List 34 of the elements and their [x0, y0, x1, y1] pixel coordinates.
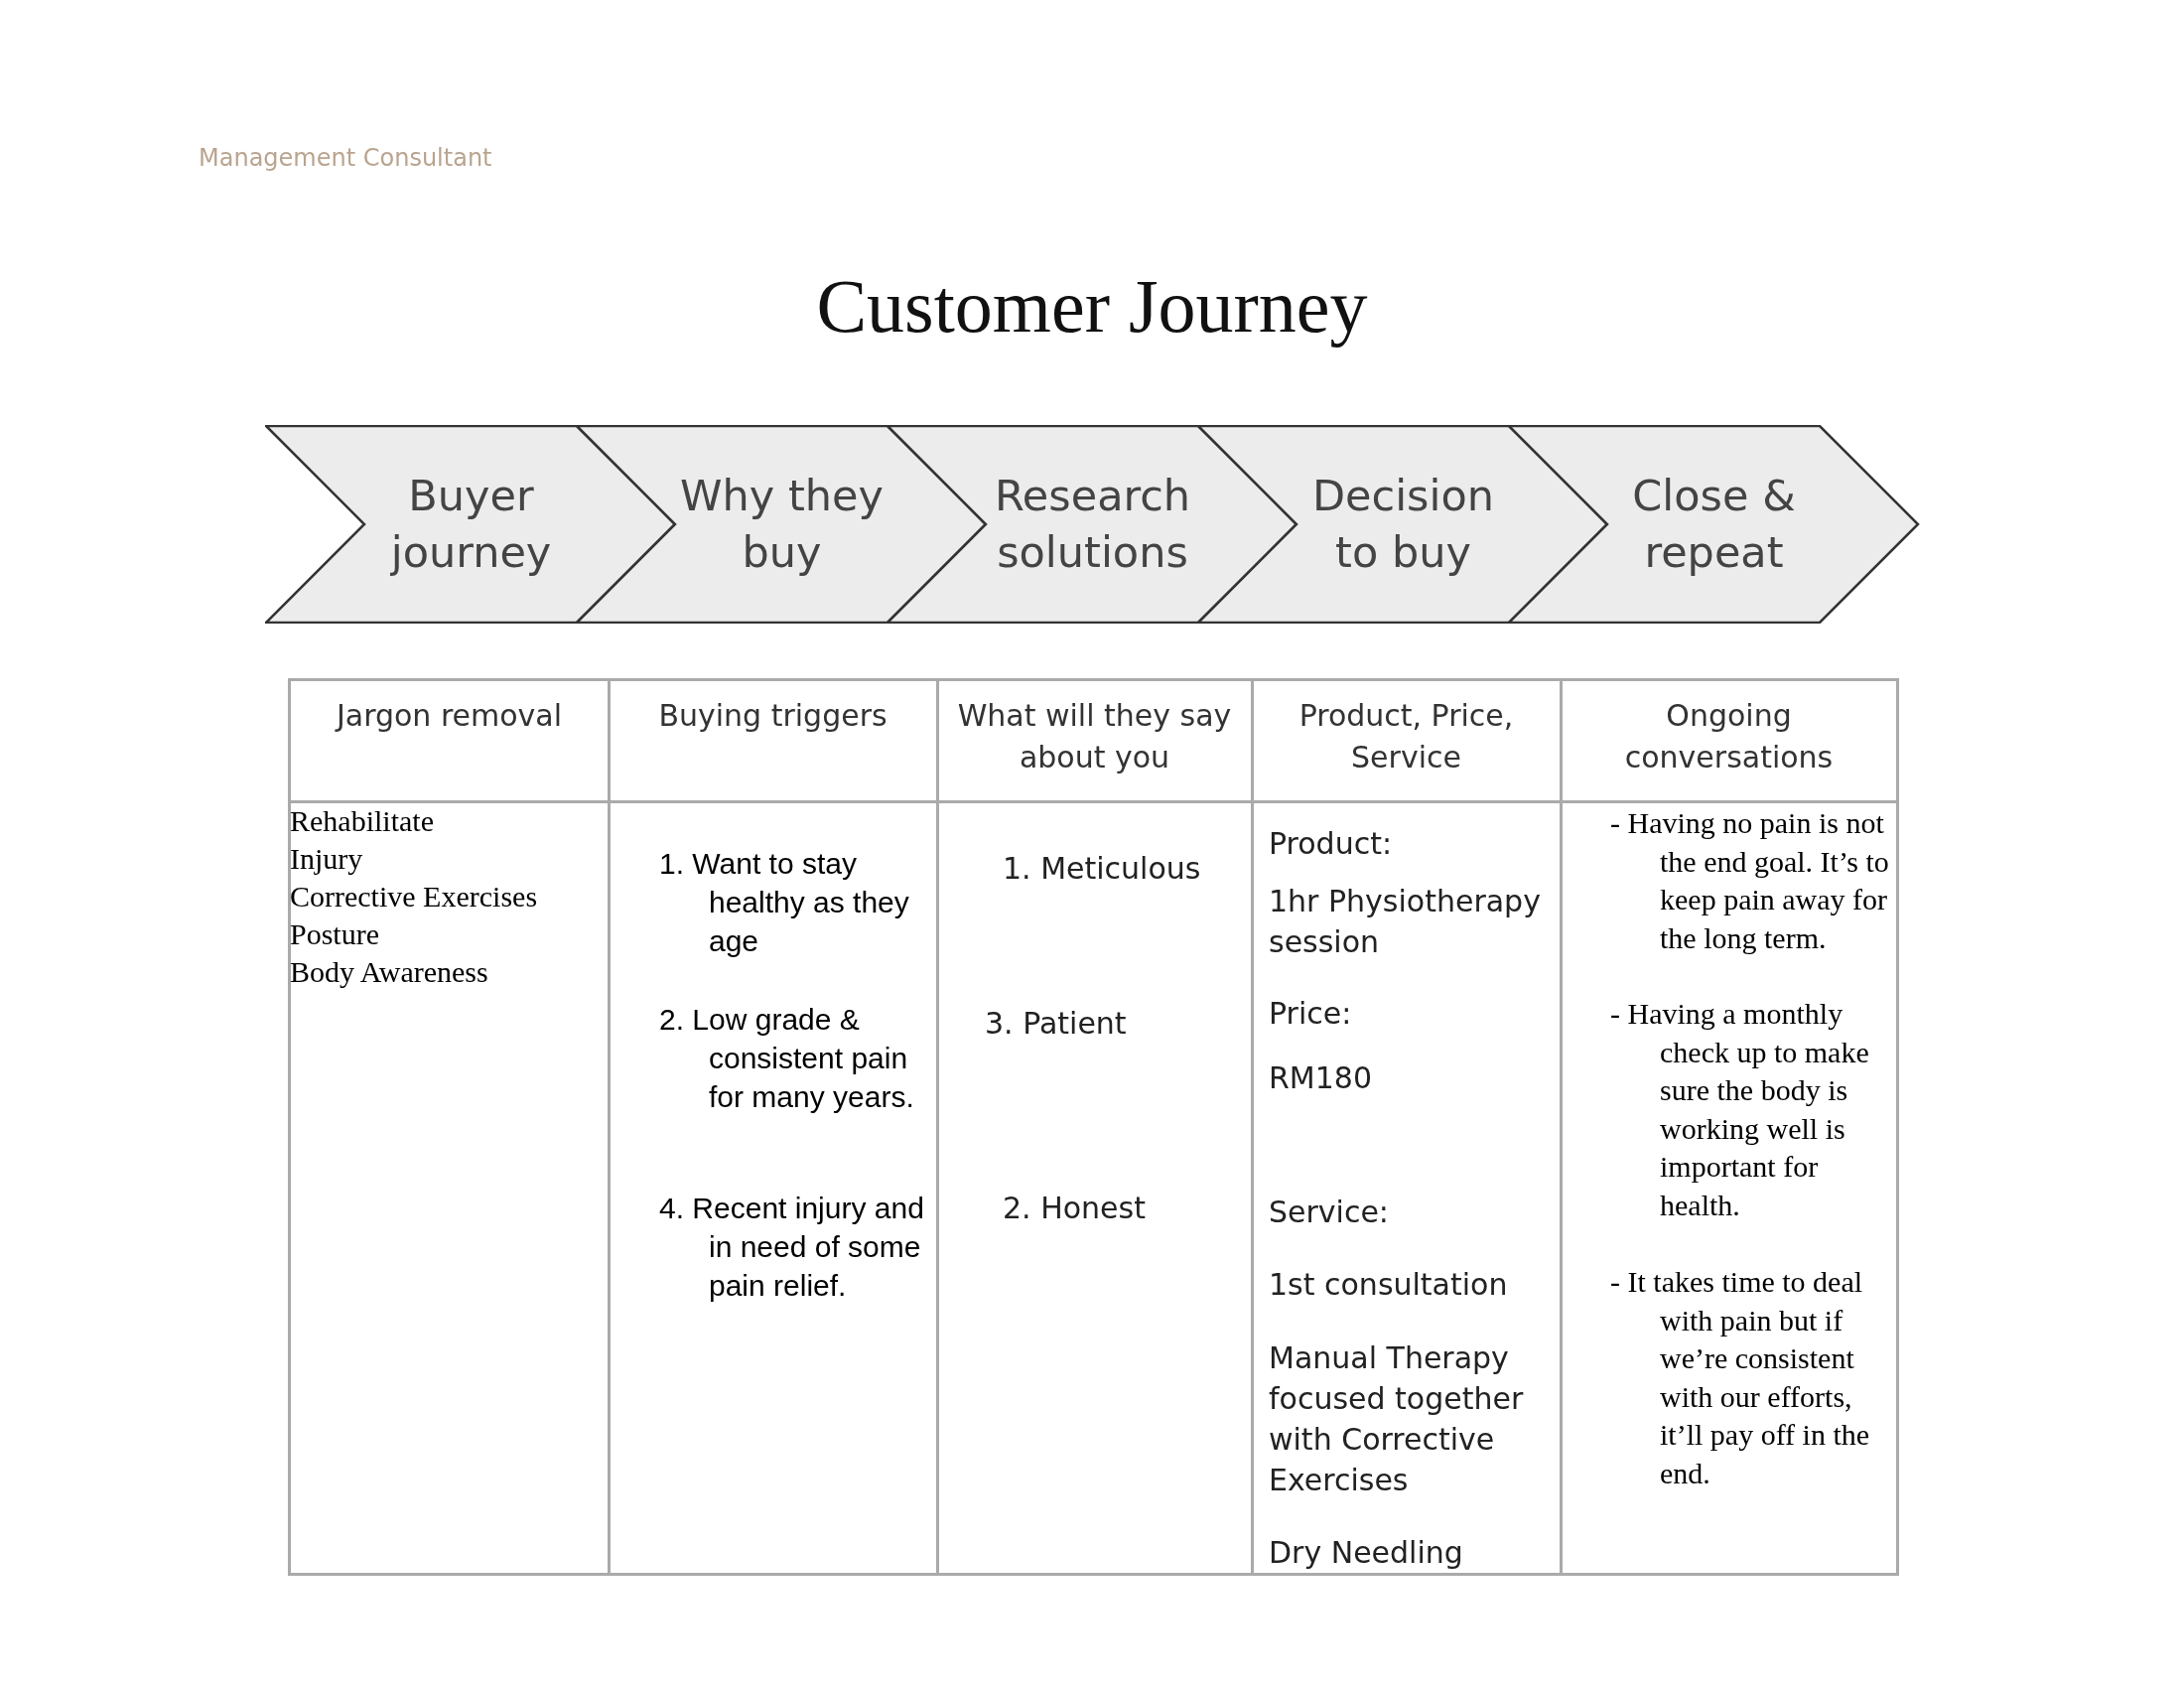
stage-label: Research solutions [993, 470, 1192, 579]
list-item: 2. Honest [1003, 1191, 1147, 1225]
list-item: 2. Low grade & consistent pain for many years. [659, 1002, 915, 1115]
list-item: Corrective Exercises [290, 879, 539, 914]
field-label: Price: [1269, 995, 1353, 1033]
field-value: 1st consultation [1269, 1266, 1509, 1304]
list-item: Injury [290, 841, 364, 877]
list-item: Rehabilitate [290, 803, 435, 839]
column-header: Ongoing conversations [1623, 697, 1835, 776]
list-item: 3. Patient [985, 1006, 1128, 1041]
column-header: What will they say about you [956, 697, 1233, 776]
field-value: 1hr Physiotherapy session [1269, 883, 1542, 961]
field-label: Product: [1269, 825, 1393, 863]
bullet-item: - Having a monthly check up to make sure the body is working well is important for health. [1610, 996, 1870, 1223]
column-header: Buying triggers [657, 697, 888, 735]
bullet-item: - It takes time to deal with pain but if we’re consistent with our efforts, it’ll pay off in the end. [1610, 1264, 1871, 1491]
stage-label: Why they buy [679, 470, 885, 579]
column-header: Jargon removal [334, 697, 564, 735]
field-value: RM180 [1269, 1059, 1373, 1097]
field-value: Dry Needling [1269, 1534, 1464, 1572]
stage-label: Close & repeat [1631, 470, 1797, 579]
list-item: 4. Recent injury and in need of some pain relief. [659, 1191, 925, 1304]
list-item: 1. Meticulous [1003, 851, 1202, 886]
stage-label: Decision to buy [1310, 470, 1496, 579]
list-item: Body Awareness [290, 954, 489, 990]
column-header: Product, Price, Service [1297, 697, 1515, 776]
stage-label: Buyer journey [389, 470, 553, 579]
field-value: Manual Therapy focused together with Corrective Exercises [1269, 1339, 1525, 1499]
field-label: Service: [1269, 1194, 1390, 1231]
bullet-item: - Having no pain is not the end goal. It’s to keep pain away for the long term. [1610, 805, 1890, 956]
list-item: Posture [290, 916, 380, 952]
list-item: 1. Want to stay healthy as they age [659, 846, 910, 959]
subtitle: Management Consultant [199, 144, 493, 172]
title: Customer Journey [815, 263, 1369, 350]
